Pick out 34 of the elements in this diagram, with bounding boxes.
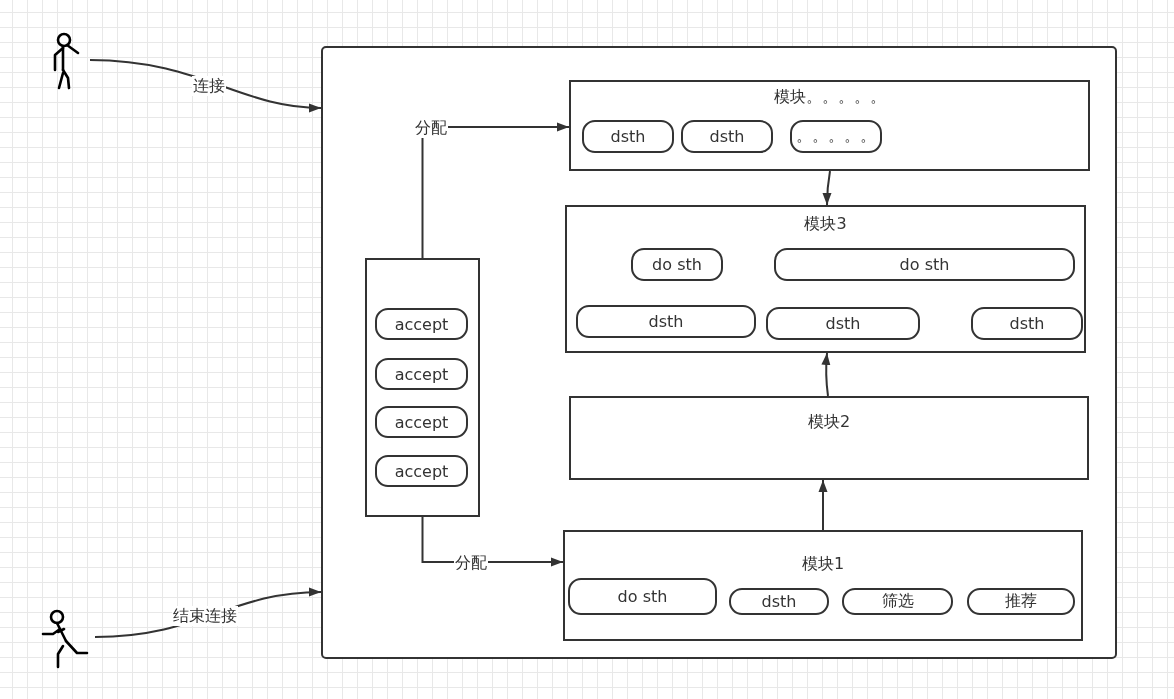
task-pill: accept	[375, 308, 468, 340]
edge-label: 结束连接	[172, 606, 238, 626]
module-title: 模块。。。。。	[773, 87, 886, 107]
task-pill: do sth	[568, 578, 717, 615]
task-pill: dsth	[576, 305, 756, 338]
arrow	[818, 479, 828, 531]
module-box	[569, 396, 1089, 480]
task-pill: dsth	[681, 120, 773, 153]
module-title: 模块2	[807, 412, 851, 432]
module-box	[569, 80, 1090, 171]
task-pill: 筛选	[842, 588, 953, 615]
task-pill: dsth	[766, 307, 920, 340]
task-pill: accept	[375, 406, 468, 438]
edge-label: 分配	[414, 118, 448, 138]
running-person-icon	[40, 608, 90, 670]
edge-label: 分配	[454, 553, 488, 573]
module-box	[565, 205, 1086, 353]
task-pill: dsth	[971, 307, 1083, 340]
task-pill: accept	[375, 455, 468, 487]
task-pill: 。。。。。	[790, 120, 882, 153]
task-pill: 推荐	[967, 588, 1075, 615]
arrow	[822, 170, 832, 206]
container-box	[365, 258, 480, 517]
task-pill: accept	[375, 358, 468, 390]
module-title: 模块3	[804, 214, 847, 234]
arrow	[821, 352, 831, 397]
module-box	[563, 530, 1083, 641]
task-pill: dsth	[729, 588, 829, 615]
system-frame	[321, 46, 1117, 659]
task-pill: do sth	[774, 248, 1075, 281]
task-pill: do sth	[631, 248, 723, 281]
task-pill: dsth	[582, 120, 674, 153]
module-title: 模块1	[801, 554, 845, 574]
edge-label: 连接	[192, 76, 226, 96]
